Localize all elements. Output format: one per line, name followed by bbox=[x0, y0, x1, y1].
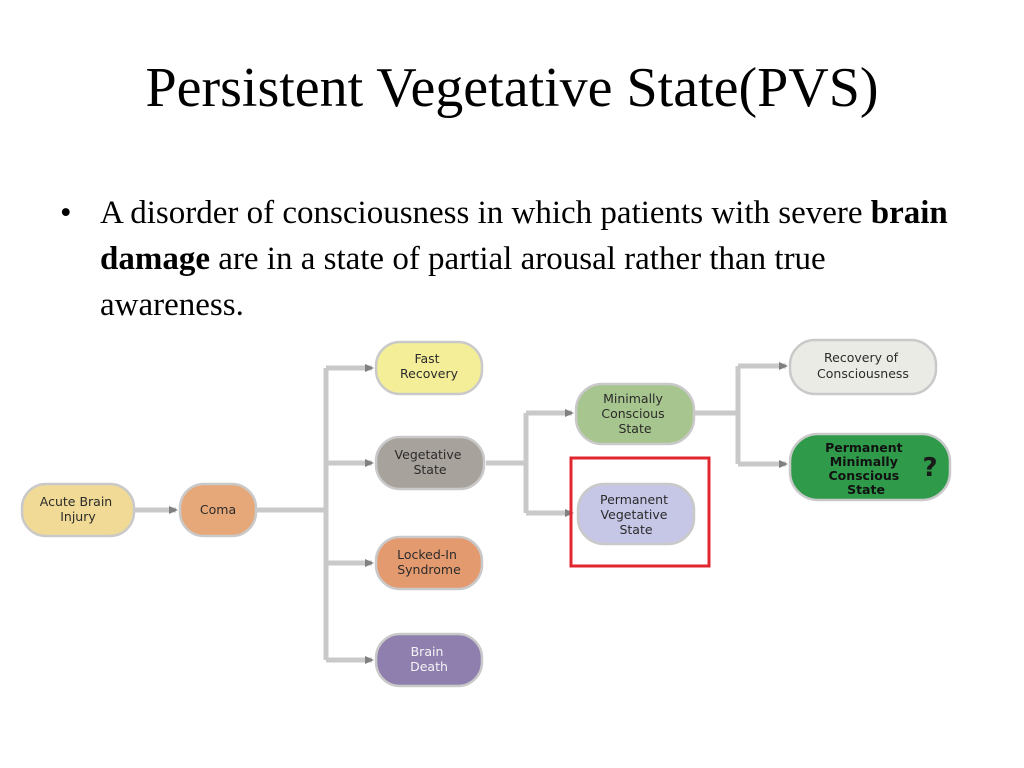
node-minimally-conscious-state-label: Minimally Conscious State bbox=[601, 391, 668, 436]
bullet-text-after: are in a state of partial arousal rather… bbox=[100, 241, 826, 323]
bullet-text-bold: brain damage bbox=[100, 195, 948, 277]
node-coma-shape bbox=[178, 482, 258, 538]
node-recovery-of-consciousness-shape bbox=[788, 338, 938, 396]
node-brain-death-label: Brain Death bbox=[410, 644, 448, 674]
node-permanent-vegetative-state: Permanent Vegetative State bbox=[576, 482, 696, 546]
node-fast-recovery-shape bbox=[374, 340, 484, 396]
node-recovery-of-consciousness-label: Recovery of Consciousness bbox=[817, 350, 909, 381]
node-vegetative-state: Vegetative State bbox=[374, 435, 486, 491]
node-brain-death-shape bbox=[374, 632, 484, 688]
node-permanent-minimally-conscious-state: Permanent Minimally Conscious State ? bbox=[788, 432, 952, 502]
node-minimally-conscious-state: Minimally Conscious State bbox=[574, 382, 696, 446]
node-locked-in-syndrome-shape bbox=[374, 535, 484, 591]
node-coma-label: Coma bbox=[200, 502, 236, 517]
question-mark-icon: ? bbox=[922, 453, 937, 483]
node-coma: Coma bbox=[178, 482, 258, 538]
node-permanent-minimally-conscious-state-shape bbox=[788, 432, 952, 502]
node-permanent-vegetative-state-shape bbox=[576, 482, 696, 546]
node-locked-in-syndrome: Locked-In Syndrome bbox=[374, 535, 484, 591]
connectors bbox=[134, 362, 788, 664]
node-vegetative-state-shape bbox=[374, 435, 486, 491]
bullet-text: A disorder of consciousness in which pat… bbox=[100, 190, 960, 328]
outcome-flow-diagram: Acute Brain Injury Coma Fast Recovery Ve… bbox=[20, 338, 952, 688]
node-locked-in-syndrome-label: Locked-In Syndrome bbox=[397, 547, 461, 577]
node-fast-recovery: Fast Recovery bbox=[374, 340, 484, 396]
node-fast-recovery-label: Fast Recovery bbox=[400, 351, 459, 381]
node-acute-brain-injury-label: Acute Brain Injury bbox=[40, 494, 116, 524]
bullet-text-before: A disorder of consciousness in which pat… bbox=[100, 195, 871, 231]
slide-title: Persistent Vegetative State(PVS) bbox=[145, 57, 879, 119]
bullet-point: • A disorder of consciousness in which p… bbox=[60, 190, 960, 328]
node-permanent-minimally-conscious-state-label: Permanent Minimally Conscious State bbox=[825, 440, 907, 497]
node-recovery-of-consciousness: Recovery of Consciousness bbox=[788, 338, 938, 396]
node-minimally-conscious-state-shape bbox=[574, 382, 696, 446]
node-acute-brain-injury-shape bbox=[20, 482, 136, 538]
node-vegetative-state-label: Vegetative State bbox=[395, 447, 466, 477]
node-acute-brain-injury: Acute Brain Injury bbox=[20, 482, 136, 538]
bullet-marker: • bbox=[60, 195, 72, 231]
highlight-box bbox=[569, 456, 711, 568]
node-permanent-vegetative-state-label: Permanent Vegetative State bbox=[600, 492, 672, 537]
node-brain-death: Brain Death bbox=[374, 632, 484, 688]
